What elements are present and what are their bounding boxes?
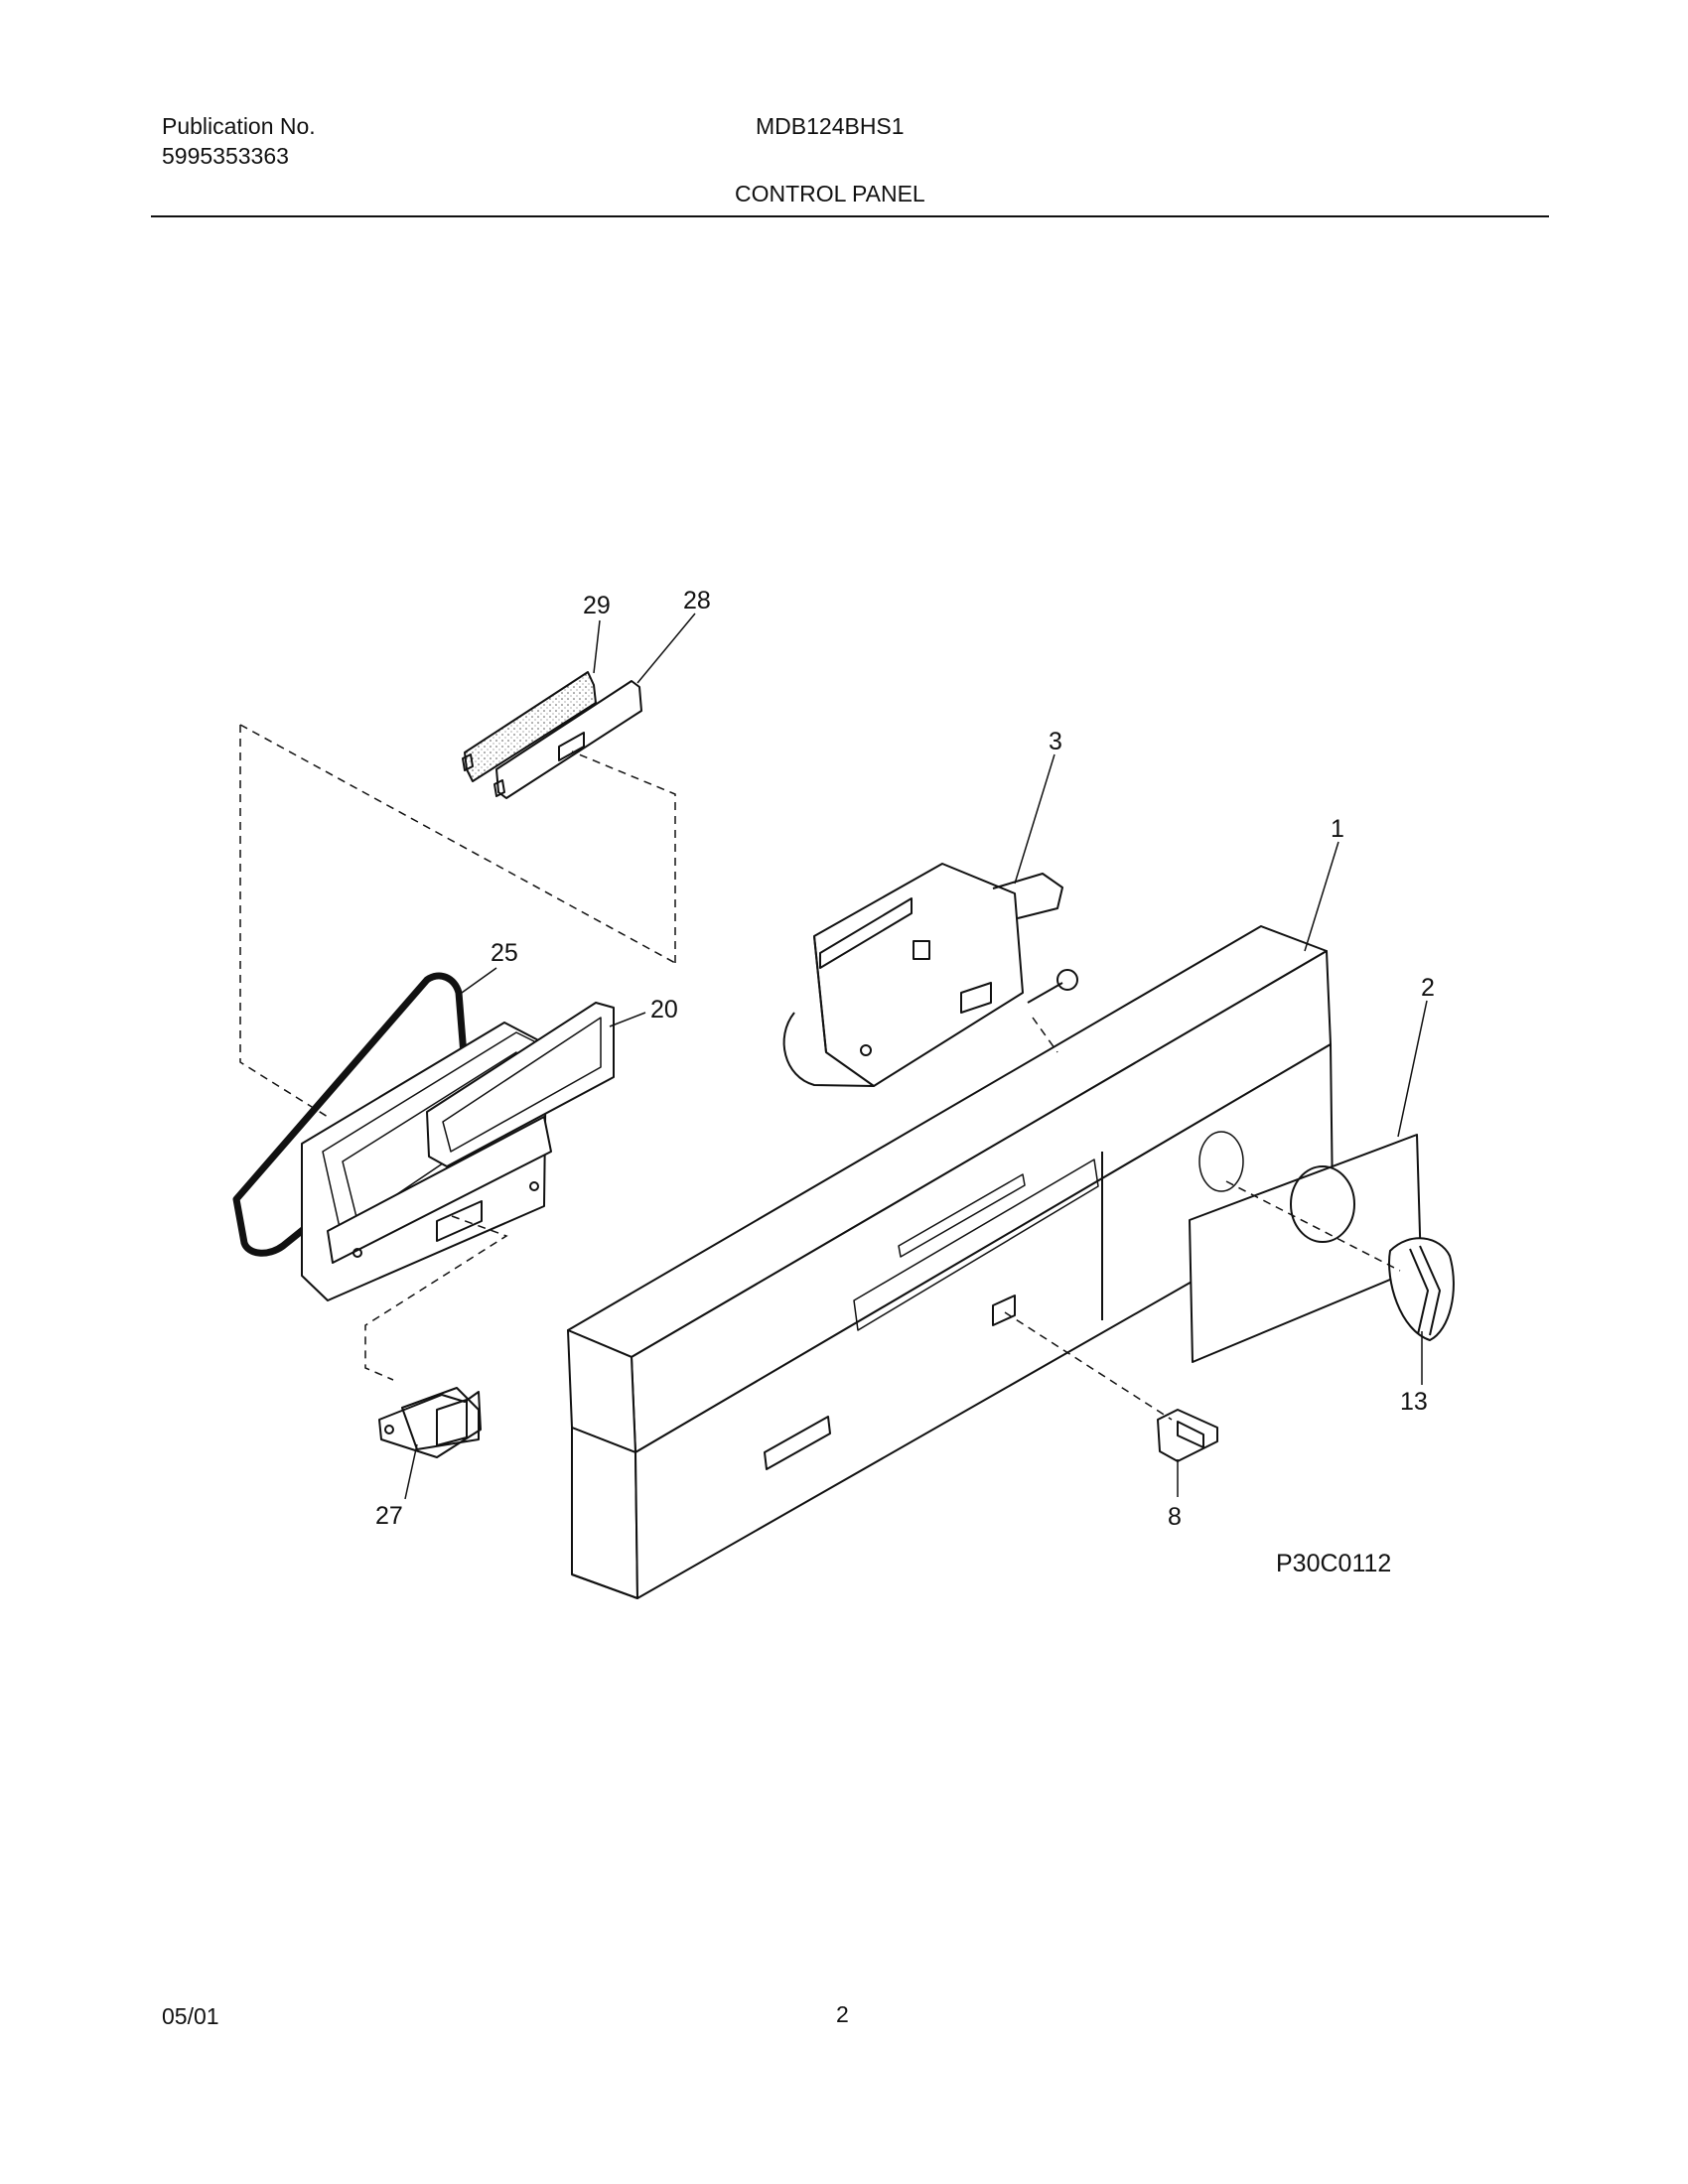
figure-code: P30C0112 xyxy=(1276,1550,1391,1577)
section-title: CONTROL PANEL xyxy=(735,181,925,206)
publication-number: 5995353363 xyxy=(162,143,289,169)
part-1-console xyxy=(567,925,1334,1599)
part-20-dispenser xyxy=(301,1002,615,1301)
assembly-guide-lines xyxy=(239,724,1401,1421)
part-3-timer xyxy=(782,863,1078,1087)
callout-20: 20 xyxy=(650,996,678,1024)
callout-29: 29 xyxy=(583,592,611,619)
header-rule xyxy=(151,215,1549,217)
callout-25: 25 xyxy=(491,939,518,967)
publication-label: Publication No. xyxy=(162,113,316,139)
part-28-cover xyxy=(493,680,642,799)
part-13-knob xyxy=(1388,1237,1455,1341)
callout-2: 2 xyxy=(1421,974,1435,1002)
callout-1: 1 xyxy=(1331,815,1344,843)
callout-3: 3 xyxy=(1049,728,1062,755)
part-27-actuator xyxy=(378,1387,482,1458)
model-number: MDB124BHS1 xyxy=(756,113,905,139)
revision-date: 05/01 xyxy=(162,2003,219,2029)
part-8-switch xyxy=(1157,1409,1218,1462)
page-number: 2 xyxy=(836,2001,849,2027)
callout-27: 27 xyxy=(375,1502,403,1530)
part-29-insulation-pad xyxy=(462,671,597,782)
leader-lines xyxy=(404,613,1428,1500)
callout-8: 8 xyxy=(1168,1503,1182,1531)
callout-13: 13 xyxy=(1400,1388,1428,1416)
callout-28: 28 xyxy=(683,587,711,614)
